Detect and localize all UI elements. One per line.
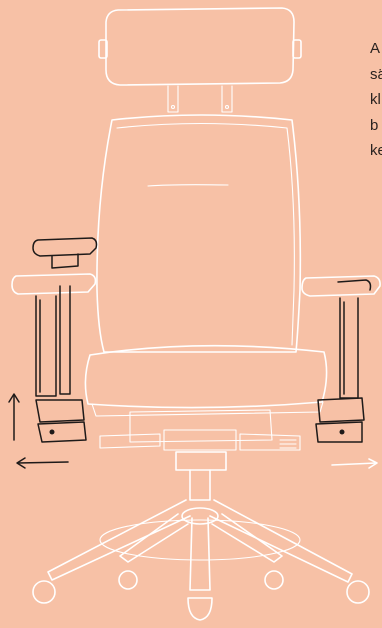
left-arrow-icon [17,458,68,468]
right-armrest [302,276,380,442]
star-base [48,500,352,590]
seat-mechanism [100,410,300,450]
gas-column [176,452,226,500]
seat-cushion [85,346,326,416]
height-arrow-icon [9,394,19,440]
casters [33,571,369,620]
left-armrest [12,238,97,442]
headrest [99,8,301,112]
backrest [97,115,300,352]
right-arrow-icon [332,459,377,468]
